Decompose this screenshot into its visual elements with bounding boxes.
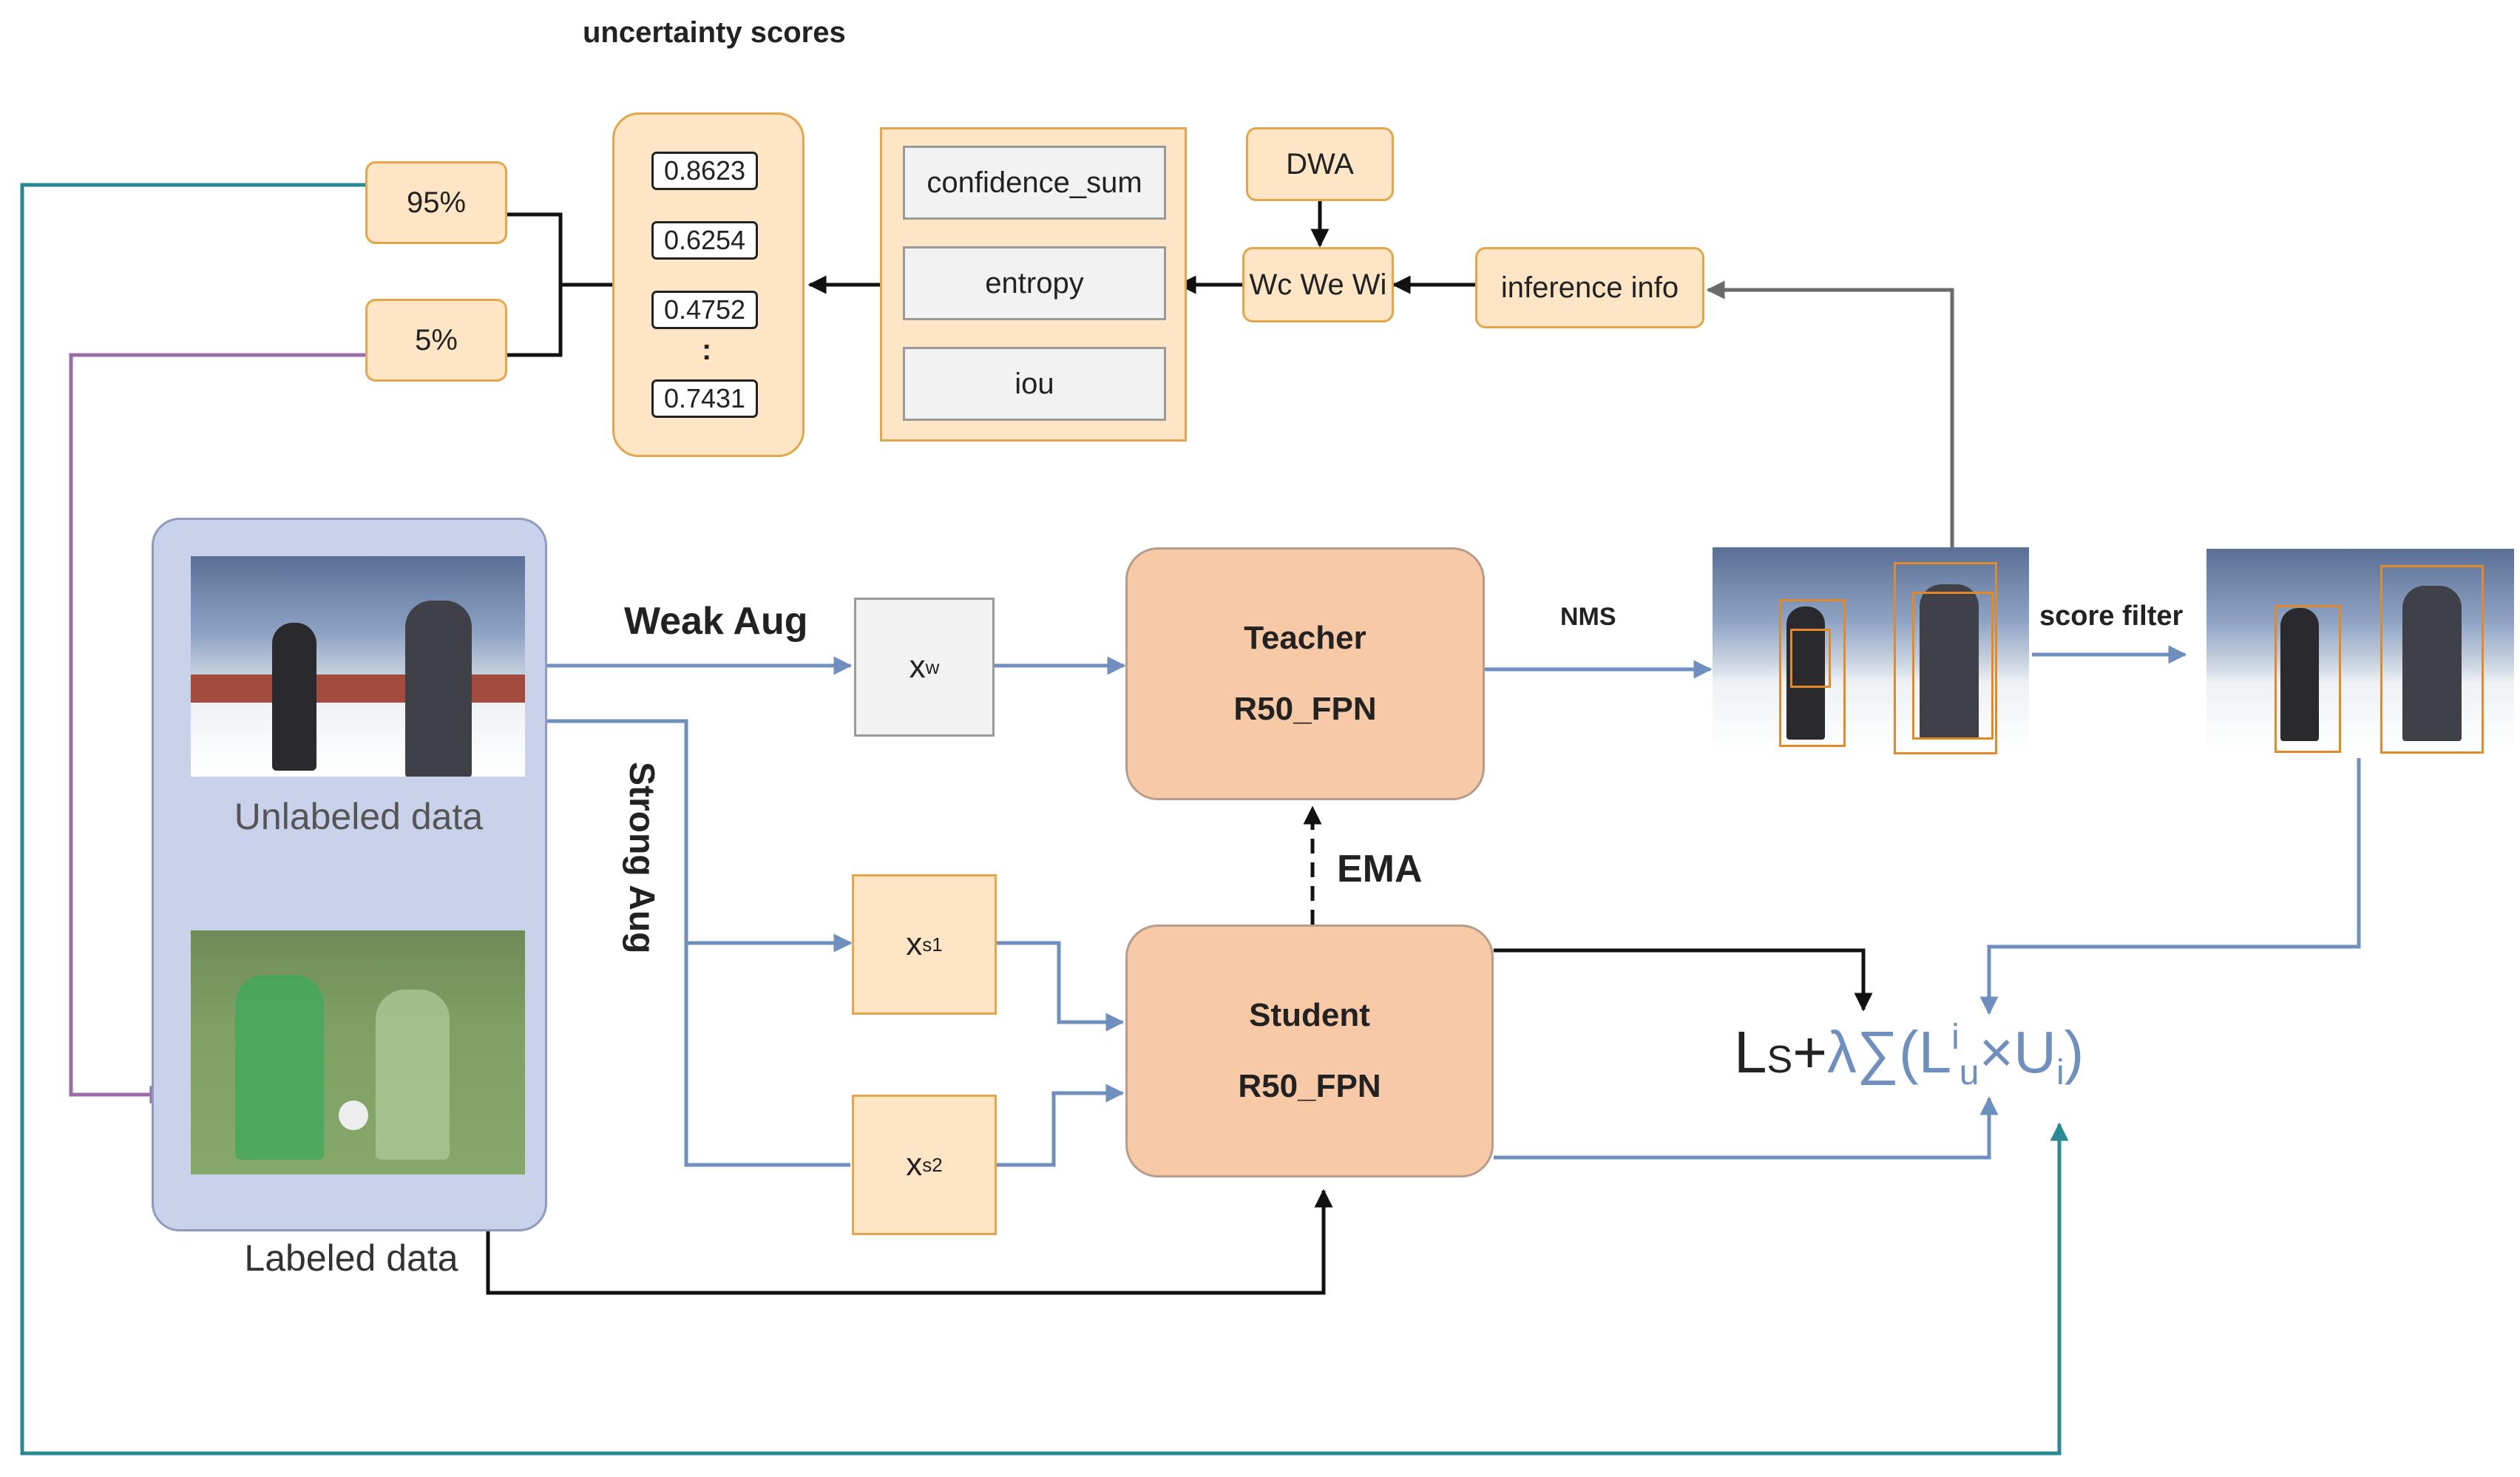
score-value: 0.7431 bbox=[651, 379, 758, 418]
entropy-box: entropy bbox=[903, 246, 1166, 320]
nms-to-inference-arrow bbox=[1706, 280, 1954, 547]
labeled-to-student-arrow bbox=[486, 1180, 1333, 1295]
strong-aug-label: Strong Aug bbox=[622, 762, 661, 954]
loss-sub-i: i bbox=[2056, 1053, 2065, 1092]
weights-box: Wc We Wi bbox=[1242, 247, 1394, 322]
loss-sub-u: u bbox=[1959, 1053, 1979, 1092]
weak-aug-label: Weak Aug bbox=[624, 600, 808, 643]
person-silhouette bbox=[405, 601, 472, 777]
student-model-box: Student R50_FPN bbox=[1125, 925, 1494, 1177]
student-name: Student bbox=[1249, 997, 1370, 1033]
unlabeled-image bbox=[191, 556, 525, 777]
score-value: 0.4752 bbox=[651, 291, 758, 329]
ball-shape bbox=[339, 1101, 368, 1130]
detection-box bbox=[1779, 599, 1846, 747]
xs1-to-student-arrow bbox=[997, 941, 1125, 1032]
detection-box bbox=[1790, 629, 1831, 688]
xs1-sub: s1 bbox=[922, 933, 943, 956]
score-ellipsis: : bbox=[702, 334, 712, 366]
segmented-person bbox=[235, 975, 324, 1160]
loss-ls: L bbox=[1734, 1019, 1767, 1085]
detection-box bbox=[1894, 562, 1997, 754]
segmented-person bbox=[376, 990, 450, 1160]
loss-plus: + bbox=[1792, 1019, 1827, 1085]
inference-info-box: inference info bbox=[1475, 247, 1704, 328]
xs2-sub: s2 bbox=[922, 1153, 943, 1176]
xw-sub: w bbox=[925, 655, 940, 678]
unlabeled-data-label: Unlabeled data bbox=[234, 796, 484, 837]
nms-label: NMS bbox=[1560, 603, 1616, 631]
uncertainty-scores-title: uncertainty scores bbox=[583, 16, 846, 49]
student-to-loss-black-arrow bbox=[1494, 948, 1873, 1012]
filtered-result-image bbox=[2206, 549, 2514, 756]
xw-base: x bbox=[909, 649, 926, 685]
score-value: 0.6254 bbox=[651, 221, 758, 260]
detection-box bbox=[2275, 605, 2341, 753]
detection-box bbox=[2380, 565, 2484, 754]
dwa-box: DWA bbox=[1246, 127, 1394, 201]
labeled-image bbox=[191, 930, 525, 1174]
person-silhouette bbox=[1920, 584, 1979, 740]
metrics-group: confidence_sum entropy iou bbox=[880, 127, 1187, 442]
teal-loop-arrow bbox=[20, 183, 2069, 1456]
teacher-backbone: R50_FPN bbox=[1233, 691, 1377, 727]
loss-lambda-sum: λ∑(L bbox=[1826, 1019, 1952, 1085]
student-to-loss-blue-arrow bbox=[1494, 1096, 1999, 1160]
loss-ls-sub: S bbox=[1767, 1038, 1793, 1081]
percent-5-box: 5% bbox=[365, 299, 507, 382]
xs1-base: x bbox=[906, 926, 923, 962]
confidence-sum-box: confidence_sum bbox=[903, 146, 1166, 220]
loss-close: ) bbox=[2064, 1019, 2084, 1085]
building-shape bbox=[191, 675, 525, 703]
teacher-name: Teacher bbox=[1244, 620, 1366, 656]
percent-bracket bbox=[507, 212, 612, 357]
student-backbone: R50_FPN bbox=[1238, 1068, 1381, 1104]
score-filter-label: score filter bbox=[2039, 601, 2184, 632]
teacher-model-box: Teacher R50_FPN bbox=[1125, 547, 1485, 800]
purple-loop-arrow bbox=[69, 353, 365, 1104]
ema-label: EMA bbox=[1337, 848, 1423, 890]
iou-box: iou bbox=[903, 347, 1166, 421]
uncertainty-score-box: 0.8623 0.6254 0.4752 : 0.7431 bbox=[612, 112, 805, 457]
person-silhouette bbox=[2402, 586, 2462, 741]
person-silhouette bbox=[2280, 608, 2319, 741]
xs2-base: x bbox=[906, 1146, 923, 1183]
percent-95-box: 95% bbox=[365, 161, 507, 244]
loss-times-u: ×U bbox=[1979, 1019, 2056, 1085]
loss-sup-i: i bbox=[1951, 1018, 1960, 1057]
nms-result-image bbox=[1713, 547, 2029, 756]
filtered-to-loss-arrow bbox=[1979, 758, 2361, 1015]
labeled-data-label: Labeled data bbox=[244, 1237, 458, 1279]
detection-box bbox=[1912, 592, 1994, 740]
score-value: 0.8623 bbox=[651, 152, 758, 190]
xs2-to-student-arrow bbox=[997, 1084, 1125, 1167]
person-silhouette bbox=[272, 623, 316, 771]
loss-formula: LS+λ∑(Liu×Ui) bbox=[1734, 1017, 2084, 1093]
